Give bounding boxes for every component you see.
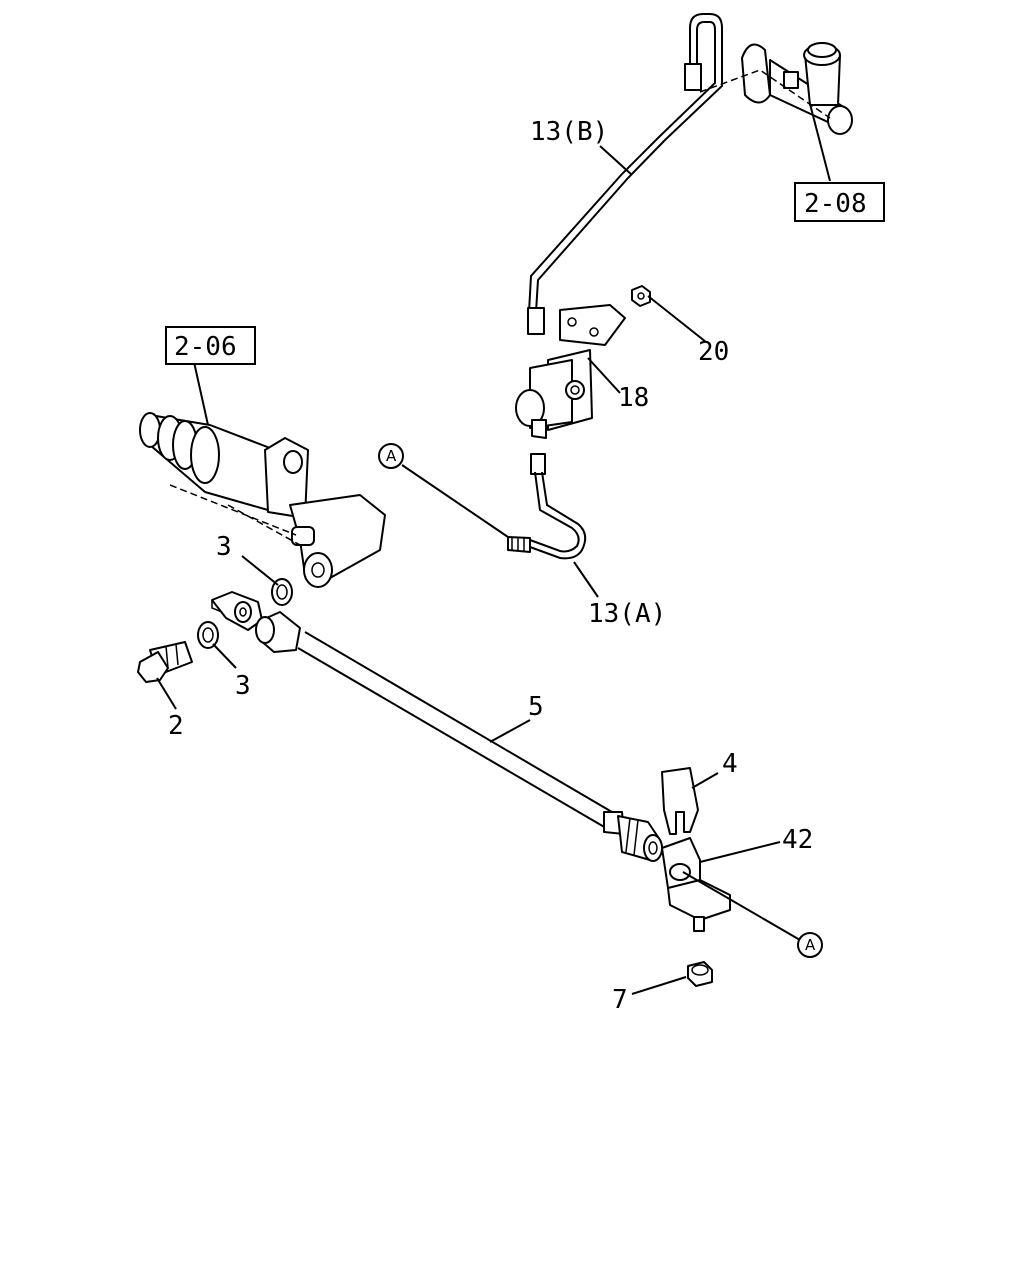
washer-3-lower xyxy=(197,621,219,649)
callout-4: 4 xyxy=(722,749,738,779)
washer-3-upper xyxy=(271,578,293,606)
callout-labels: 13(B) 2-08 2-06 20 18 A 3 13(A) 3 2 5 4 … xyxy=(165,117,885,1015)
eye-bolt-2 xyxy=(137,641,193,683)
hose-banjo-fitting xyxy=(211,591,263,631)
callout-42: 42 xyxy=(782,825,813,855)
callout-20: 20 xyxy=(698,337,729,367)
callout-18: 18 xyxy=(618,383,649,413)
callout-208: 2-08 xyxy=(804,189,867,219)
callout-7: 7 xyxy=(612,985,628,1015)
callout-5: 5 xyxy=(528,692,544,722)
callout-2: 2 xyxy=(168,711,184,741)
callout-3-lower: 3 xyxy=(235,671,251,701)
pipe-13b xyxy=(527,13,723,335)
callout-13a: 13(A) xyxy=(588,599,666,629)
callout-circle-a2 xyxy=(797,932,823,958)
callout-3-upper: 3 xyxy=(216,532,232,562)
callout-a1: A xyxy=(386,447,397,465)
pipe-13a xyxy=(507,453,587,560)
callout-a2: A xyxy=(805,936,816,954)
slave-cylinder xyxy=(139,412,386,588)
bracket-42 xyxy=(661,837,731,932)
master-cylinder xyxy=(699,42,853,135)
callout-circle-a1 xyxy=(378,443,404,469)
nut-20 xyxy=(631,285,651,307)
callout-206: 2-06 xyxy=(174,332,237,362)
callout-box-206 xyxy=(165,326,256,365)
callout-13b: 13(B) xyxy=(530,117,608,147)
damper-assembly-18 xyxy=(515,285,651,439)
nut-7 xyxy=(687,961,713,987)
flexible-hose-5 xyxy=(255,611,663,862)
callout-box-208 xyxy=(794,182,885,222)
clip-4 xyxy=(661,767,699,835)
leader-lines xyxy=(156,103,831,995)
